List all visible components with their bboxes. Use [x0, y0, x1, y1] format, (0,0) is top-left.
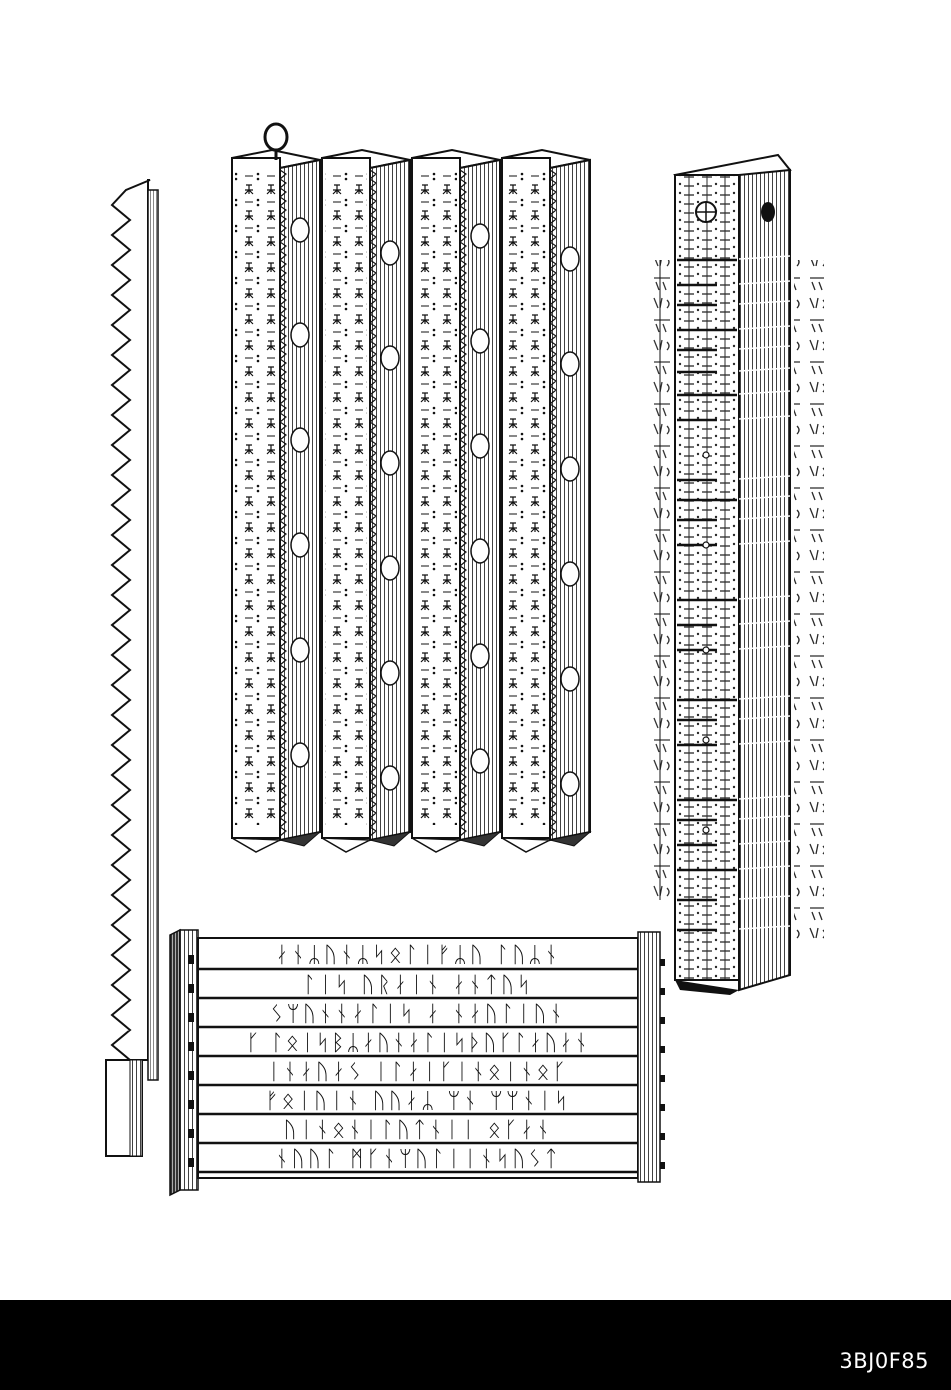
- rune-line: ᚢᛁᚾᛟᚾᛁᛚᚢᛏᚾᛁᛁ ᛟᚴᛅᚾ: [283, 1118, 553, 1143]
- alamy-logo: alamy: [4, 0, 133, 47]
- rune-line: ᛅᚾᛦᚢᚾᛦᛋᛟᛚᛁᚠᛦᚢ ᛚᚢᛦᚾ: [275, 943, 561, 968]
- engraving-illustration: [105, 122, 824, 1197]
- rune-line: ᛚᛁᛋ ᚢᚱᛅᛁᚾ ᛅᚾᛏᚢᛋ: [302, 973, 534, 998]
- runic-inscription: ᛅᚾᛦᚢᚾᛦᛋᛟᛚᛁᚠᛦᚢ ᛚᚢᛦᚾ ᛚᛁᛋ ᚢᚱᛅᛁᚾ ᛅᚾᛏᚢᛋ ᛊᛘᚢᚾᚾ…: [200, 940, 636, 1176]
- square-staves: [231, 122, 592, 853]
- alamy-wordmark: alamy: [4, 3, 133, 47]
- square-stave: [501, 148, 592, 853]
- runic-tablet-frame: [169, 928, 665, 1197]
- rune-line: ᚴ ᛚᛟᛁᛋᛒᛦᛅᚢᚾᛅᛚᛁᛋᚦᚢᚴᛚᛅᚢᛅᚾ: [246, 1031, 590, 1056]
- square-stave: [411, 148, 502, 853]
- saw-tooth-stick: [105, 179, 159, 1157]
- rune-line: ᛊᛘᚢᚾᚾᛅᛚᛁᛋ ᛅ ᚾᛅᚢᛚᛁᚢᚾ: [270, 1002, 566, 1027]
- square-stave: [231, 148, 322, 853]
- rune-line: ᚾᚢᚢᛚ ᛗᚴᚾᛘᚢᛚᛁᛁᚾᛋᚢᛊᛏ: [275, 1147, 561, 1172]
- right-stave: [644, 153, 824, 995]
- watermark-bar: [0, 1300, 951, 1390]
- image-id: 3BJ0F85: [839, 1349, 929, 1373]
- rune-line: ᚠᛟᛁᚢᛁᚾ ᚢᚢᛅᛦ ᛘᚾ ᛘᛘᚾᛁᛋ: [265, 1089, 571, 1114]
- square-stave: [321, 148, 412, 853]
- rune-line: ᛁᚾᛅᚢᛅᛊ ᛁᛚᛅᛁᚴᛁᚾᛟᛁᚾᛟᚴ: [267, 1060, 569, 1085]
- hanging-ring: [263, 122, 289, 152]
